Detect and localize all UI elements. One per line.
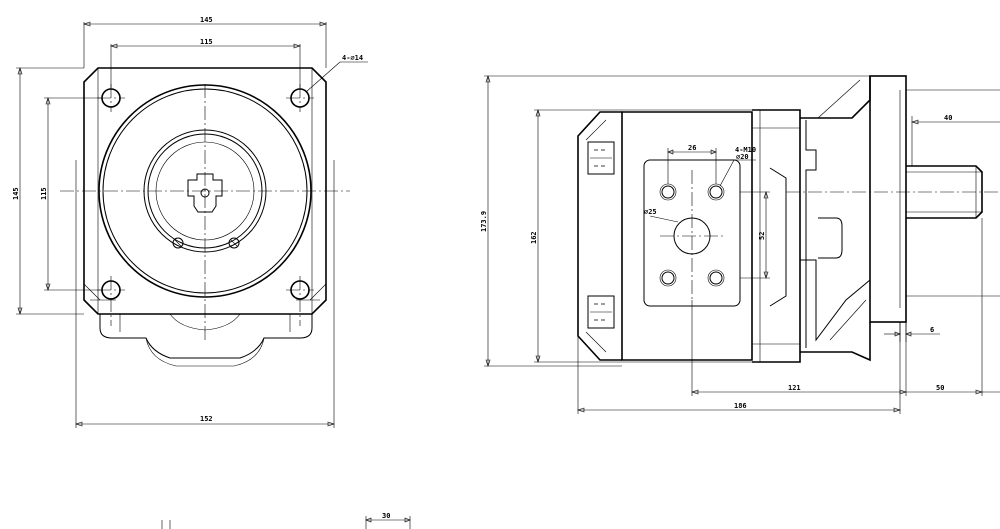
dim-front-height: 145 — [12, 187, 20, 200]
side-rear-cover — [577, 111, 622, 361]
dim-front-width: 145 — [200, 16, 213, 24]
dim-front-bolt-v: 115 — [40, 187, 48, 200]
label-port-thread: 4-M10 — [735, 146, 756, 154]
dim-shaft-length: 40 — [944, 114, 952, 122]
dim-side-height-outer: 173.9 — [480, 211, 488, 232]
side-view: 173.9 162 26 4-M10 ⌀20 ⌀25 52 40 — [480, 75, 1000, 414]
bottom-view-partial: 30 — [161, 512, 411, 529]
dim-port-height: 52 — [758, 232, 766, 240]
label-mount-holes: 4-⌀14 — [342, 54, 363, 62]
dim-len-121: 121 — [788, 384, 801, 392]
dim-flange-thk: 6 — [930, 326, 934, 334]
dim-front-bottom-width: 152 — [200, 415, 213, 423]
label-port-diameter: ⌀25 — [644, 208, 657, 216]
side-main-body — [621, 111, 753, 361]
dim-port-spacing: 26 — [688, 144, 696, 152]
front-view: 145 115 4-⌀14 145 115 152 — [12, 16, 368, 428]
dim-side-height-body: 162 — [530, 231, 538, 244]
dim-front-bolt-h: 115 — [200, 38, 213, 46]
side-flange — [869, 75, 907, 323]
side-shaft — [906, 165, 983, 219]
dim-bottom-30: 30 — [382, 512, 390, 520]
dim-len-50: 50 — [936, 384, 944, 392]
dim-overall-length: 186 — [734, 402, 747, 410]
front-lower-housing — [99, 314, 313, 359]
label-port-thread-depth: ⌀20 — [736, 153, 749, 161]
spline-shaft — [187, 173, 223, 213]
